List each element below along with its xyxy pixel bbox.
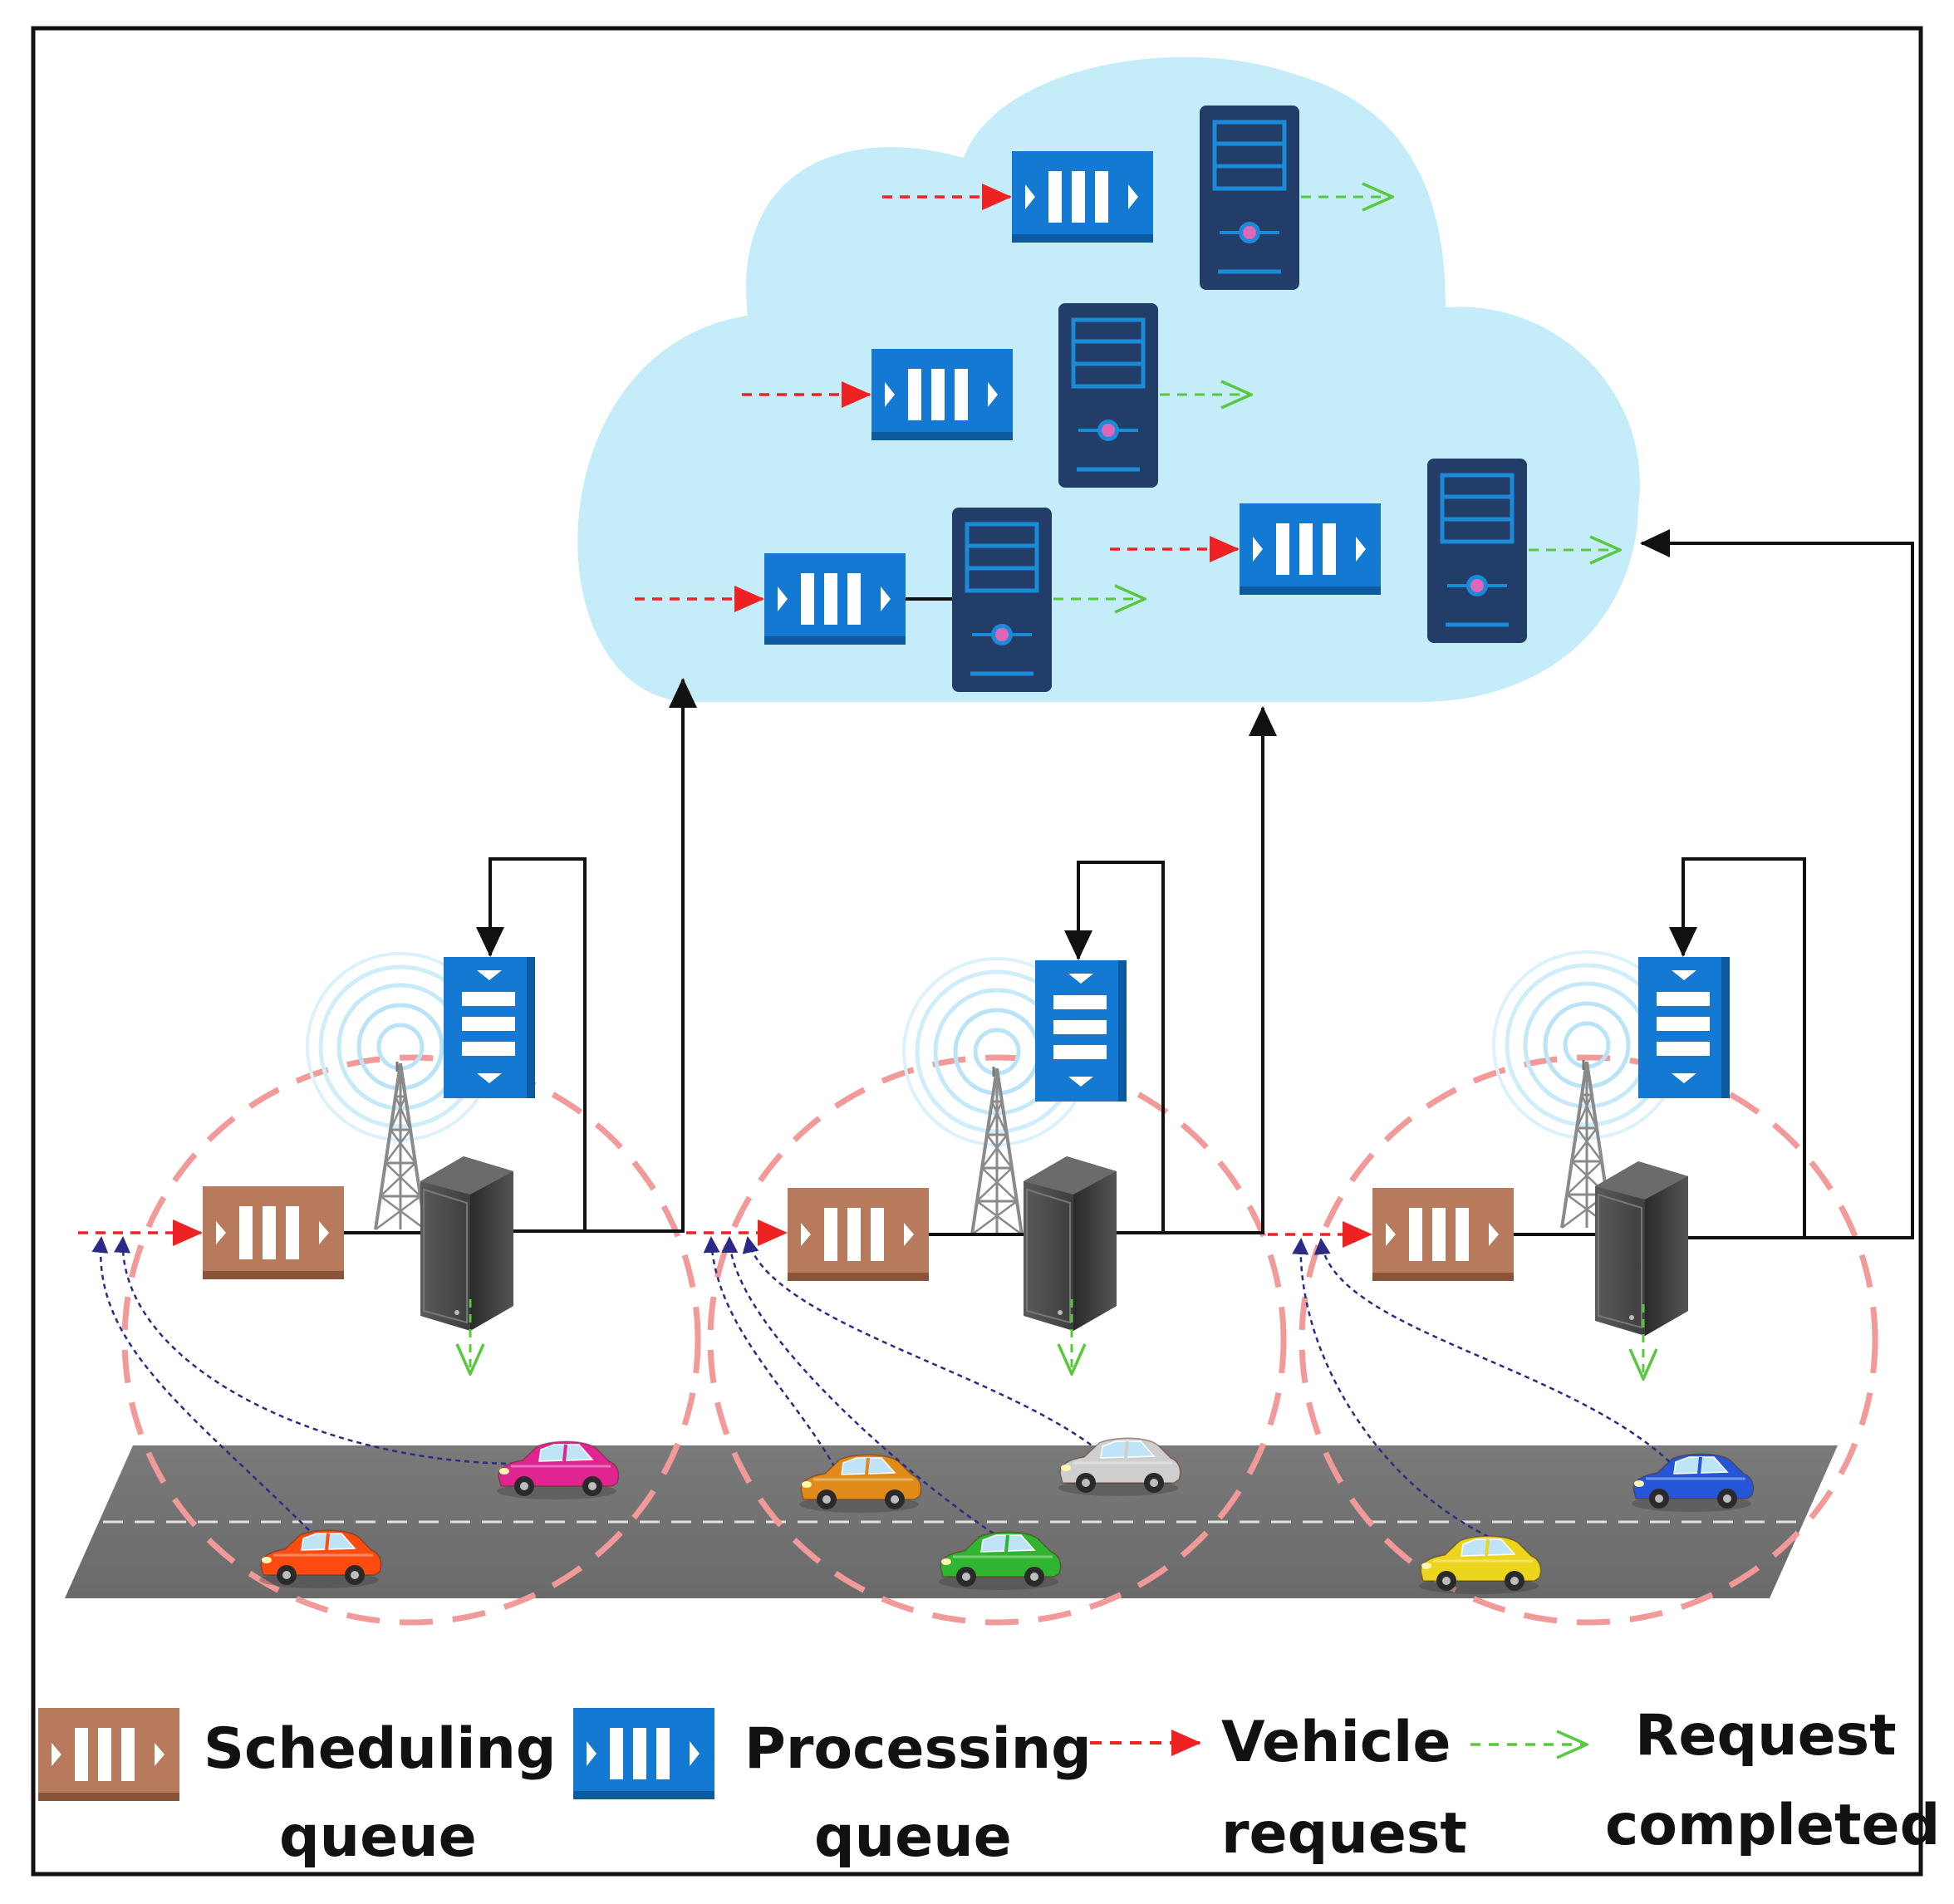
car-icon (497, 1440, 620, 1499)
legend-scheduling-label-line2: queue (279, 1804, 477, 1870)
legend-scheduling-label-line1: Scheduling (204, 1716, 557, 1782)
legend-processing-queue-icon (573, 1708, 714, 1799)
coverage-area-3 (1299, 1054, 1878, 1626)
car-icon (259, 1529, 382, 1588)
scheduling-queue-icon (788, 1188, 929, 1281)
edge-unit-2 (686, 861, 1165, 1374)
legend-processing-label-line2: queue (814, 1804, 1012, 1870)
vehicle-signal-link (1292, 1238, 1490, 1538)
legend-request-completed-label-line1: Request (1635, 1703, 1897, 1769)
cloud-row-bottom-left (635, 508, 1145, 692)
scheduling-queue-icon (1372, 1188, 1514, 1281)
vehicle-signal-link (114, 1236, 516, 1465)
edge-unit-1 (78, 857, 587, 1374)
cloud-server-icon (952, 508, 1052, 692)
car-icon (1058, 1437, 1181, 1496)
legend-processing-label-line1: Processing (744, 1716, 1092, 1782)
edge-processing-queue-icon (1638, 957, 1730, 1098)
edge-processing-queue-icon (444, 957, 535, 1098)
figure-border (31, 26, 1923, 1877)
legend-request-completed-label-line2: completed (1605, 1793, 1940, 1858)
processing-queue-icon (1240, 503, 1381, 595)
processing-queue-icon (764, 553, 906, 645)
coverage-area-1 (121, 1054, 701, 1626)
cloud-server-icon (1200, 106, 1299, 290)
scheduling-queue-icon (203, 1186, 344, 1279)
legend-scheduling-queue-icon (38, 1708, 179, 1801)
car-icon (1632, 1453, 1755, 1512)
vehicles (259, 1437, 1755, 1594)
processing-queue-icon (871, 349, 1013, 440)
car-icon (799, 1454, 922, 1513)
car-icon (939, 1531, 1062, 1590)
cloud-server-icon (1058, 303, 1158, 488)
vehicle-signal-links (91, 1236, 1671, 1538)
edge-unit-3 (1268, 857, 1806, 1379)
cloud-row-top (882, 106, 1392, 290)
edge-server-icon (1023, 1156, 1117, 1332)
cloud-server-icon (1427, 459, 1527, 643)
cloud-row-bottom-right (1110, 459, 1620, 643)
legend-vehicle-request-label-line1: Vehicle (1221, 1710, 1451, 1775)
coverage-area-2 (707, 1054, 1287, 1626)
processing-queue-icon (1012, 151, 1153, 243)
vehicle-signal-link (721, 1236, 994, 1535)
vehicle-signal-link (1313, 1238, 1671, 1463)
legend-vehicle-request-label-line2: request (1221, 1801, 1467, 1867)
vehicle-signal-link (91, 1236, 317, 1538)
legend: Scheduling queue Processing queue Vehicl… (38, 1703, 1940, 1870)
edge-units (78, 857, 1806, 1379)
car-icon (1419, 1535, 1542, 1594)
edge-server-icon (420, 1156, 514, 1332)
offload-link-1 (519, 678, 697, 1233)
offload-link-2 (1118, 706, 1277, 1234)
vehicle-signal-link (703, 1236, 841, 1476)
cloud-row-middle (742, 303, 1251, 488)
edge-processing-queue-icon (1035, 960, 1127, 1102)
edge-server-icon (1594, 1161, 1689, 1337)
vehicle-signal-link (742, 1236, 1099, 1451)
offload-link-3 (1640, 529, 1914, 1239)
